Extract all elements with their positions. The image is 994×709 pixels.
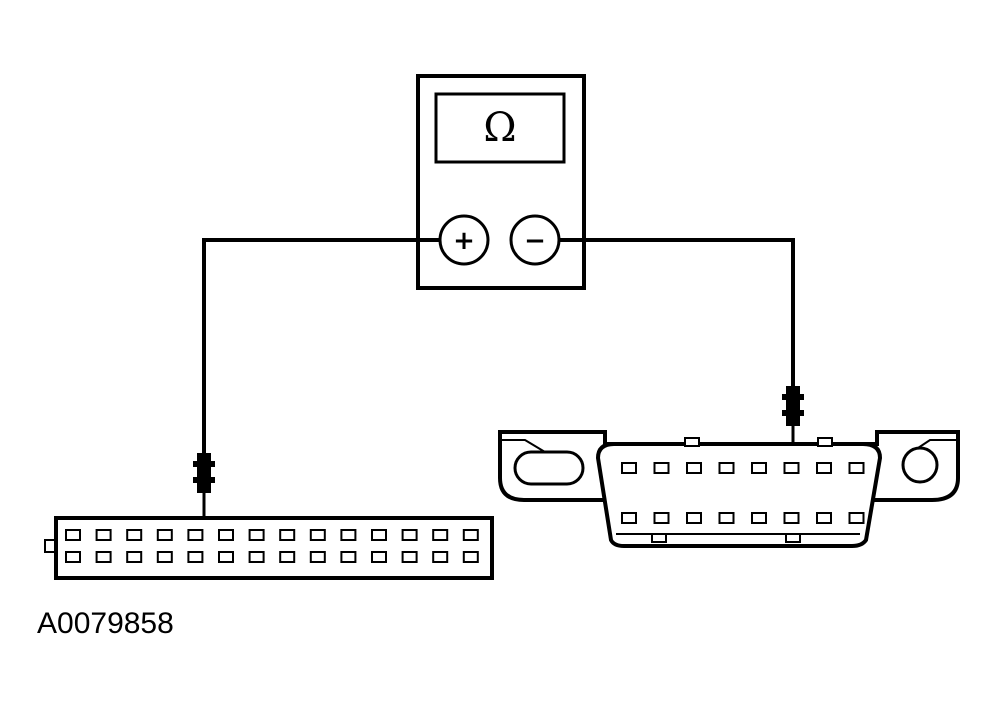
negative-terminal-label: − — [524, 226, 546, 256]
connector-pin — [686, 512, 702, 524]
connector-latch — [44, 539, 56, 553]
connector-pin — [653, 512, 670, 524]
connector-pin — [718, 512, 735, 524]
connector-pin — [783, 512, 800, 524]
connector-pin — [783, 462, 800, 474]
connector-housing — [54, 516, 494, 580]
ohmmeter-icon: Ω + − — [416, 74, 586, 290]
connector-shroud — [595, 442, 883, 548]
connector-pin — [218, 551, 234, 563]
connector-pin — [95, 529, 112, 541]
connector-pin — [340, 551, 357, 563]
connector-pin — [621, 512, 637, 524]
connector-pin — [432, 551, 449, 563]
connector-pin — [279, 551, 296, 563]
mounting-hole — [901, 446, 939, 484]
connector-pin — [218, 529, 234, 541]
mounting-slot — [513, 450, 585, 486]
connector-pin — [686, 462, 702, 474]
connector-pin-grid — [621, 462, 865, 524]
connector-pin — [156, 551, 173, 563]
connector-pin — [462, 529, 479, 541]
connector-pin — [95, 551, 112, 563]
connector-pin — [621, 462, 637, 474]
connector-pin — [187, 551, 204, 563]
connector-pin-grid — [65, 529, 479, 563]
connector-pin — [309, 551, 326, 563]
connector-pin — [187, 529, 204, 541]
connector-pin — [248, 551, 265, 563]
connector-pin — [371, 551, 387, 563]
positive-terminal-label: + — [453, 226, 475, 256]
connector-pin — [848, 462, 865, 474]
connector-pin — [279, 529, 296, 541]
connector-pin — [65, 529, 81, 541]
connector-pin — [401, 551, 418, 563]
connector-pin — [848, 512, 865, 524]
connector-pin — [126, 551, 143, 563]
connector-pin — [156, 529, 173, 541]
positive-lead-wire — [202, 238, 440, 455]
connector-pin — [432, 529, 449, 541]
meter-display — [434, 92, 566, 164]
connector-pin — [248, 529, 265, 541]
connector-pin — [371, 529, 387, 541]
connector-pin — [65, 551, 81, 563]
connector-pin — [340, 529, 357, 541]
multi-pin-connector-icon — [44, 516, 494, 580]
figure-reference-id: A0079858 — [37, 607, 174, 640]
connector-pin — [816, 512, 832, 524]
connector-pin — [751, 462, 767, 474]
obd-connector-icon — [498, 430, 960, 548]
negative-lead-wire — [559, 238, 795, 388]
connector-pin — [462, 551, 479, 563]
connector-pin — [309, 529, 326, 541]
connector-pin — [718, 462, 735, 474]
connector-pin — [653, 462, 670, 474]
meter-display-symbol: Ω — [483, 105, 516, 151]
connector-pin — [126, 529, 143, 541]
connector-pin — [751, 512, 767, 524]
connector-pin — [816, 462, 832, 474]
connector-pin — [401, 529, 418, 541]
